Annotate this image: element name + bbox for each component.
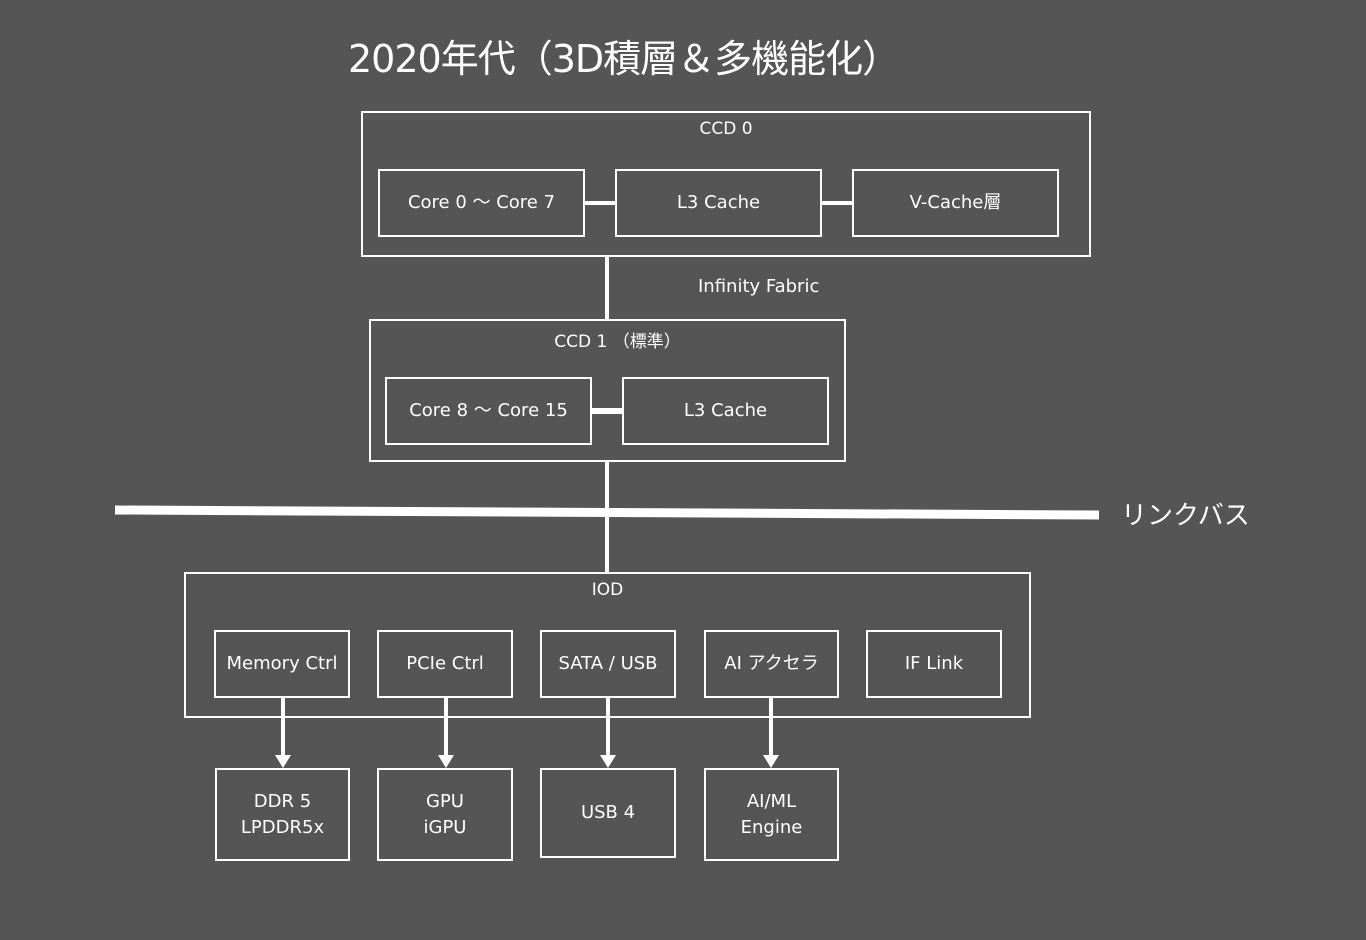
ccd0-vcache-node: V-Cache層 [852, 169, 1059, 237]
arrowhead-pcie-gpu [438, 755, 454, 768]
ddr-node: DDR 5 LPDDR5x [215, 768, 350, 861]
arrowhead-memory-ddr [275, 755, 291, 768]
ddr-line1: DDR 5 [253, 790, 312, 812]
diagram-title: 2020年代（3D積層＆多機能化） [348, 37, 900, 81]
gpu-line1: GPU [426, 790, 464, 812]
ccd0-l3-text: L3 Cache [676, 192, 761, 213]
iod-label: IOD [591, 580, 624, 600]
iod-sata-text: SATA / USB [558, 653, 658, 674]
iod-sata-node: SATA / USB [540, 630, 676, 698]
ccd1-cores-node: Core 8 〜 Core 15 [385, 377, 592, 445]
aiml-line1: AI/ML [746, 790, 797, 812]
usb-node: USB 4 [540, 768, 676, 858]
iod-iflink-text: IF Link [904, 653, 964, 674]
aiml-node: AI/ML Engine [704, 768, 839, 861]
iod-pcie-text: PCIe Ctrl [406, 653, 484, 674]
iod-group: IOD [184, 572, 1031, 718]
ccd0-vcache-text: V-Cache層 [909, 192, 1002, 213]
usb-text: USB 4 [580, 802, 636, 823]
arrowhead-ai-aiml [763, 755, 779, 768]
ddr-line2: LPDDR5x [240, 816, 325, 838]
ccd0-label: CCD 0 [699, 119, 753, 139]
iod-ai-node: AI アクセラ [704, 630, 839, 698]
ccd0-l3-node: L3 Cache [615, 169, 822, 237]
arrowhead-sata-usb [600, 755, 616, 768]
ccd0-cores-text: Core 0 〜 Core 7 [407, 192, 556, 213]
ccd0-cores-node: Core 0 〜 Core 7 [378, 169, 585, 237]
iod-memory-text: Memory Ctrl [226, 653, 338, 674]
aiml-line2: Engine [740, 816, 803, 838]
iod-pcie-node: PCIe Ctrl [377, 630, 513, 698]
infinity-fabric-label: Infinity Fabric [698, 276, 820, 297]
ccd1-cores-text: Core 8 〜 Core 15 [409, 400, 568, 421]
ccd0-group: CCD 0 [361, 111, 1091, 257]
iod-memory-node: Memory Ctrl [214, 630, 350, 698]
iod-iflink-node: IF Link [866, 630, 1002, 698]
ccd1-l3-text: L3 Cache [683, 400, 768, 421]
link-bus-label: リンクバス [1121, 501, 1250, 531]
ccd1-l3-node: L3 Cache [622, 377, 829, 445]
ccd1-group: CCD 1 （標準） [369, 319, 846, 462]
gpu-node: GPU iGPU [377, 768, 513, 861]
iod-ai-text: AI アクセラ [724, 653, 819, 674]
gpu-line2: iGPU [423, 816, 467, 838]
ccd1-label: CCD 1 （標準） [554, 332, 681, 352]
link-bus [114, 505, 1100, 520]
